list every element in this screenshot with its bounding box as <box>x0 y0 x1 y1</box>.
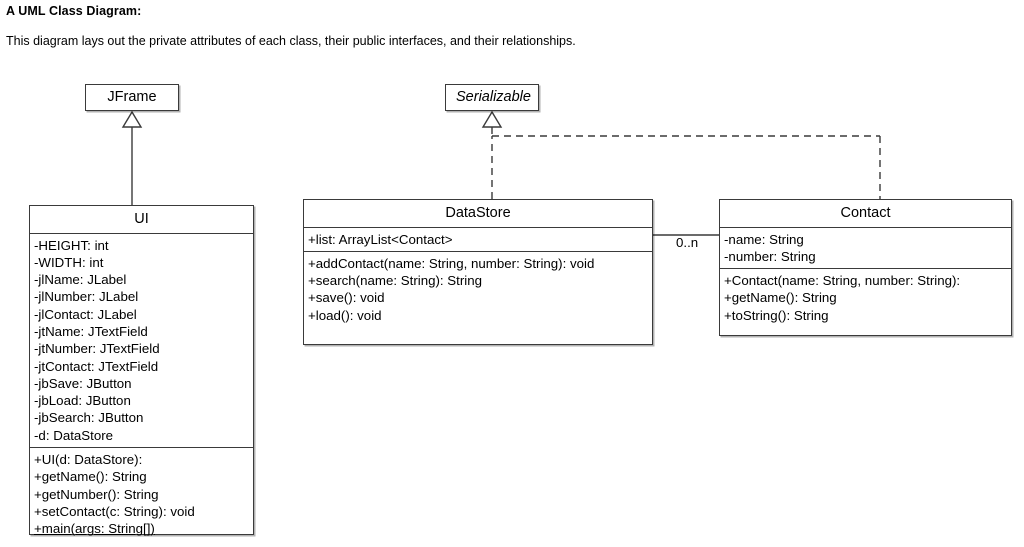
page-title: A UML Class Diagram: <box>6 4 142 18</box>
attribute-row: -jlContact: JLabel <box>34 306 137 322</box>
attribute-row: -jtName: JTextField <box>34 323 148 339</box>
method-row: +getName(): String <box>34 469 147 485</box>
uml-class-ui[interactable]: UI -HEIGHT: int -WIDTH: int -jlName: JLa… <box>29 205 254 536</box>
method-row: +load(): void <box>308 307 382 323</box>
class-name-serializable: Serializable <box>456 89 531 105</box>
uml-interface-serializable[interactable]: Serializable <box>445 84 539 111</box>
method-row: +UI(d: DataStore): <box>34 452 143 468</box>
methods-compartment-datastore: +addContact(name: String, number: String… <box>304 250 652 327</box>
method-row: +save(): void <box>308 290 385 306</box>
method-row: +setContact(c: String): void <box>34 503 195 519</box>
attribute-row: -jbSearch: JButton <box>34 410 144 426</box>
page-subtitle: This diagram lays out the private attrib… <box>6 34 576 48</box>
method-row: +search(name: String): String <box>308 273 483 289</box>
attributes-compartment-contact: -name: String -number: String <box>720 226 1011 269</box>
class-name-ui: UI <box>134 211 149 227</box>
method-row: +toString(): String <box>724 307 829 323</box>
method-row: +getNumber(): String <box>34 486 159 502</box>
class-name-contact: Contact <box>840 205 891 221</box>
attribute-row: -jtNumber: JTextField <box>34 341 160 357</box>
attribute-row: -jlName: JLabel <box>34 272 127 288</box>
uml-class-datastore[interactable]: DataStore +list: ArrayList<Contact> +add… <box>303 199 653 345</box>
attribute-row: -d: DataStore <box>34 427 114 443</box>
attribute-row: +list: ArrayList<Contact> <box>308 231 453 247</box>
association-multiplicity-label: 0..n <box>674 235 701 250</box>
attribute-row: -jtContact: JTextField <box>34 358 159 374</box>
methods-compartment-ui: +UI(d: DataStore): +getName(): String +g… <box>30 447 253 540</box>
attribute-row: -name: String <box>724 231 804 247</box>
attribute-row: -jlNumber: JLabel <box>34 289 139 305</box>
connector-datastore-implements-serializable <box>481 110 880 199</box>
connector-ui-extends-jframe <box>121 110 143 205</box>
method-row-static: +main(args: String[]) <box>34 521 155 537</box>
method-row: +getName(): String <box>724 290 837 306</box>
class-name-datastore: DataStore <box>445 205 511 221</box>
attribute-row: -WIDTH: int <box>34 254 104 270</box>
attribute-row: -jbLoad: JButton <box>34 393 131 409</box>
uml-class-jframe[interactable]: JFrame <box>85 84 179 111</box>
class-name-jframe: JFrame <box>107 89 157 105</box>
method-row: +addContact(name: String, number: String… <box>308 255 595 271</box>
attribute-row: -number: String <box>724 248 816 264</box>
method-row: +Contact(name: String, number: String): <box>724 273 961 289</box>
methods-compartment-contact: +Contact(name: String, number: String): … <box>720 268 1011 327</box>
attribute-row: -HEIGHT: int <box>34 237 109 253</box>
uml-class-contact[interactable]: Contact -name: String -number: String +C… <box>719 199 1012 336</box>
attribute-row: -jbSave: JButton <box>34 375 132 391</box>
attributes-compartment-datastore: +list: ArrayList<Contact> <box>304 226 652 251</box>
attributes-compartment-ui: -HEIGHT: int -WIDTH: int -jlName: JLabel… <box>30 232 253 448</box>
